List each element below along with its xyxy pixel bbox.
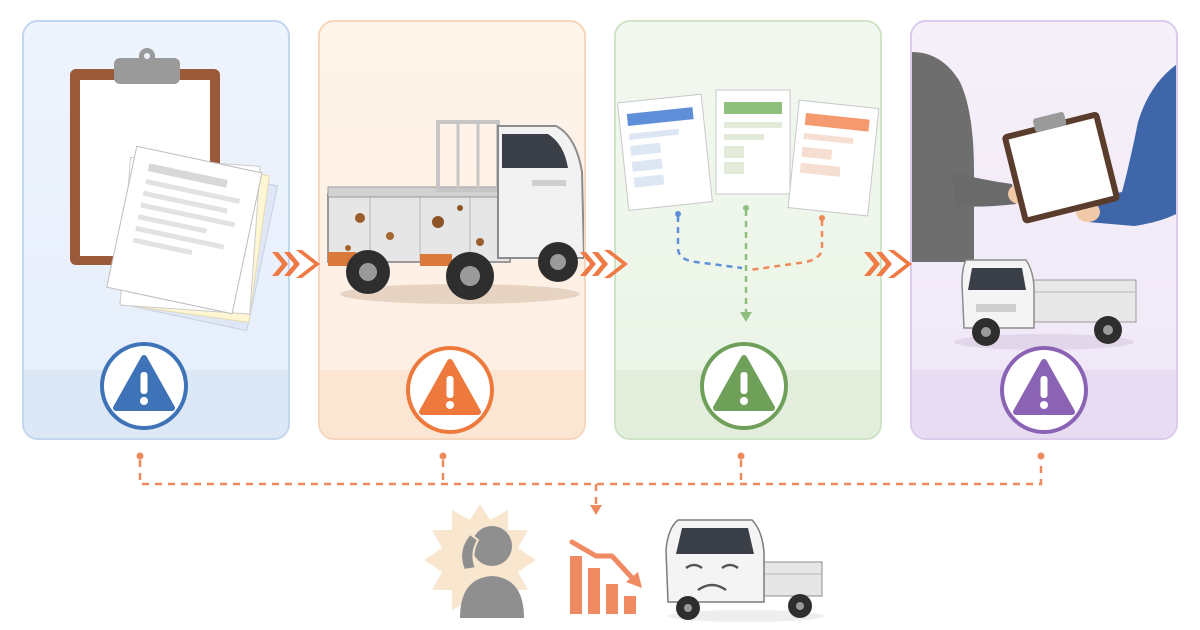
flow-arrow-2	[580, 250, 628, 278]
quote-documents-icon	[617, 89, 880, 322]
warning-icon	[1000, 346, 1088, 434]
handshake-clipboard-icon	[912, 52, 1176, 350]
stage-card-documents	[22, 20, 290, 440]
sad-truck-icon	[665, 519, 824, 622]
warning-icon	[700, 342, 788, 430]
flow-arrow-1	[272, 250, 320, 278]
declining-chart-icon	[569, 539, 642, 614]
rusty-kei-truck-icon	[327, 120, 584, 304]
flow-arrow-3	[864, 250, 912, 278]
stage-card-handover	[910, 20, 1178, 440]
worried-person-icon	[424, 504, 536, 618]
clipboard-icon	[70, 48, 279, 332]
stage-card-quotes	[614, 20, 882, 440]
stage-card-old-truck	[318, 20, 586, 440]
warning-icon	[100, 342, 188, 430]
warning-icon	[406, 346, 494, 434]
